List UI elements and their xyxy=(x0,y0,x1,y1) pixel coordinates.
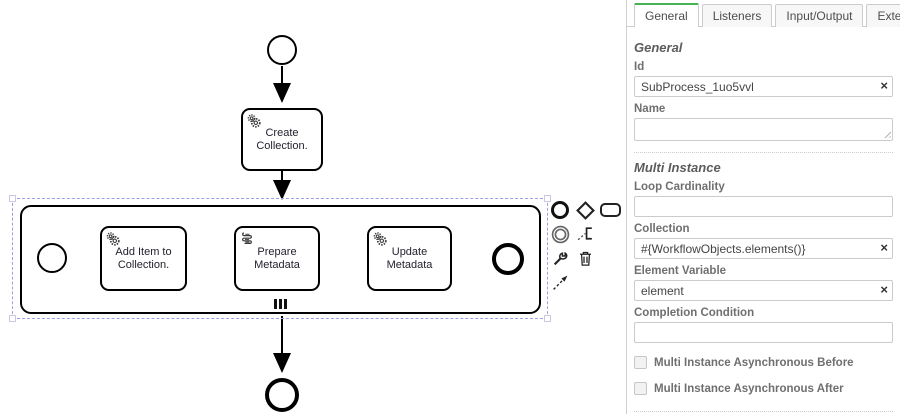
checkbox-async-after[interactable]: Multi Instance Asynchronous After xyxy=(634,382,893,395)
task-create-collection[interactable]: Create Collection. xyxy=(241,108,323,171)
append-task-icon[interactable] xyxy=(599,199,621,221)
change-type-wrench-icon[interactable] xyxy=(549,247,571,269)
diagram-canvas[interactable]: Create Collection. xyxy=(0,0,626,414)
tab-general[interactable]: General xyxy=(634,3,699,27)
multi-instance-marker xyxy=(274,299,287,309)
append-text-annotation-icon[interactable] xyxy=(574,223,596,245)
tab-extensions[interactable]: Extensions xyxy=(866,4,900,27)
loop-cardinality-input[interactable] xyxy=(634,196,893,217)
name-textarea[interactable] xyxy=(634,118,893,141)
resize-handle[interactable] xyxy=(544,315,551,322)
resize-handle[interactable] xyxy=(544,195,551,202)
field-element-variable: Element Variable × xyxy=(634,265,893,301)
section-divider xyxy=(634,152,893,153)
field-loop-cardinality-label: Loop Cardinality xyxy=(634,181,725,193)
task-label: Update Metadata xyxy=(386,245,433,271)
field-name-label: Name xyxy=(634,103,666,115)
append-intermediate-event-icon[interactable] xyxy=(549,223,571,245)
gear-icon xyxy=(105,231,121,247)
clear-icon[interactable]: × xyxy=(880,282,888,297)
section-heading-multi-instance: Multi Instance xyxy=(634,160,721,175)
subprocess-start-event[interactable] xyxy=(37,243,67,273)
section-heading-general: General xyxy=(634,40,683,55)
subprocess-end-event[interactable] xyxy=(492,243,524,275)
section-divider xyxy=(634,411,893,412)
gear-icon xyxy=(246,113,262,129)
field-completion-condition: Completion Condition xyxy=(634,307,893,343)
properties-panel: General Listeners Input/Output Extension… xyxy=(626,0,900,414)
task-label: Add Item to Collection. xyxy=(115,245,172,271)
field-element-variable-label: Element Variable xyxy=(634,265,727,277)
task-add-item[interactable]: Add Item to Collection. xyxy=(100,226,187,291)
field-collection: Collection × xyxy=(634,223,893,259)
id-input[interactable] xyxy=(634,76,893,97)
checkbox-icon[interactable] xyxy=(634,356,647,369)
checkbox-label: Multi Instance Asynchronous Before xyxy=(654,356,854,369)
resize-handle[interactable] xyxy=(9,315,16,322)
checkbox-label: Multi Instance Asynchronous After xyxy=(654,382,844,395)
collection-input[interactable] xyxy=(634,238,893,259)
append-end-event-icon[interactable] xyxy=(549,199,571,221)
append-gateway-icon[interactable] xyxy=(574,199,596,221)
task-label: Prepare Metadata xyxy=(254,245,300,271)
task-prepare-metadata[interactable]: Prepare Metadata xyxy=(234,226,320,291)
field-loop-cardinality: Loop Cardinality xyxy=(634,181,893,217)
field-id-label: Id xyxy=(634,61,645,73)
task-label: Create Collection. xyxy=(256,126,308,152)
tab-listeners[interactable]: Listeners xyxy=(701,4,773,27)
start-event[interactable] xyxy=(267,35,297,65)
resize-handle[interactable] xyxy=(9,195,16,202)
checkbox-icon[interactable] xyxy=(634,382,647,395)
end-event[interactable] xyxy=(265,378,299,412)
properties-tabbar: General Listeners Input/Output Extension… xyxy=(627,0,900,27)
clear-icon[interactable]: × xyxy=(880,78,888,93)
field-completion-condition-label: Completion Condition xyxy=(634,307,755,319)
script-icon xyxy=(239,231,255,247)
checkbox-async-before[interactable]: Multi Instance Asynchronous Before xyxy=(634,356,893,369)
delete-trash-icon[interactable] xyxy=(574,247,596,269)
field-name: Name xyxy=(634,103,893,141)
completion-condition-input[interactable] xyxy=(634,322,893,343)
field-collection-label: Collection xyxy=(634,223,690,235)
tab-input-output[interactable]: Input/Output xyxy=(775,4,864,27)
clear-icon[interactable]: × xyxy=(880,240,888,255)
field-id: Id × xyxy=(634,61,893,97)
selection-outline xyxy=(9,195,551,322)
gear-icon xyxy=(372,231,388,247)
element-variable-input[interactable] xyxy=(634,280,893,301)
context-pad xyxy=(549,199,621,295)
connect-flow-icon[interactable] xyxy=(549,271,571,293)
task-update-metadata[interactable]: Update Metadata xyxy=(367,226,452,291)
